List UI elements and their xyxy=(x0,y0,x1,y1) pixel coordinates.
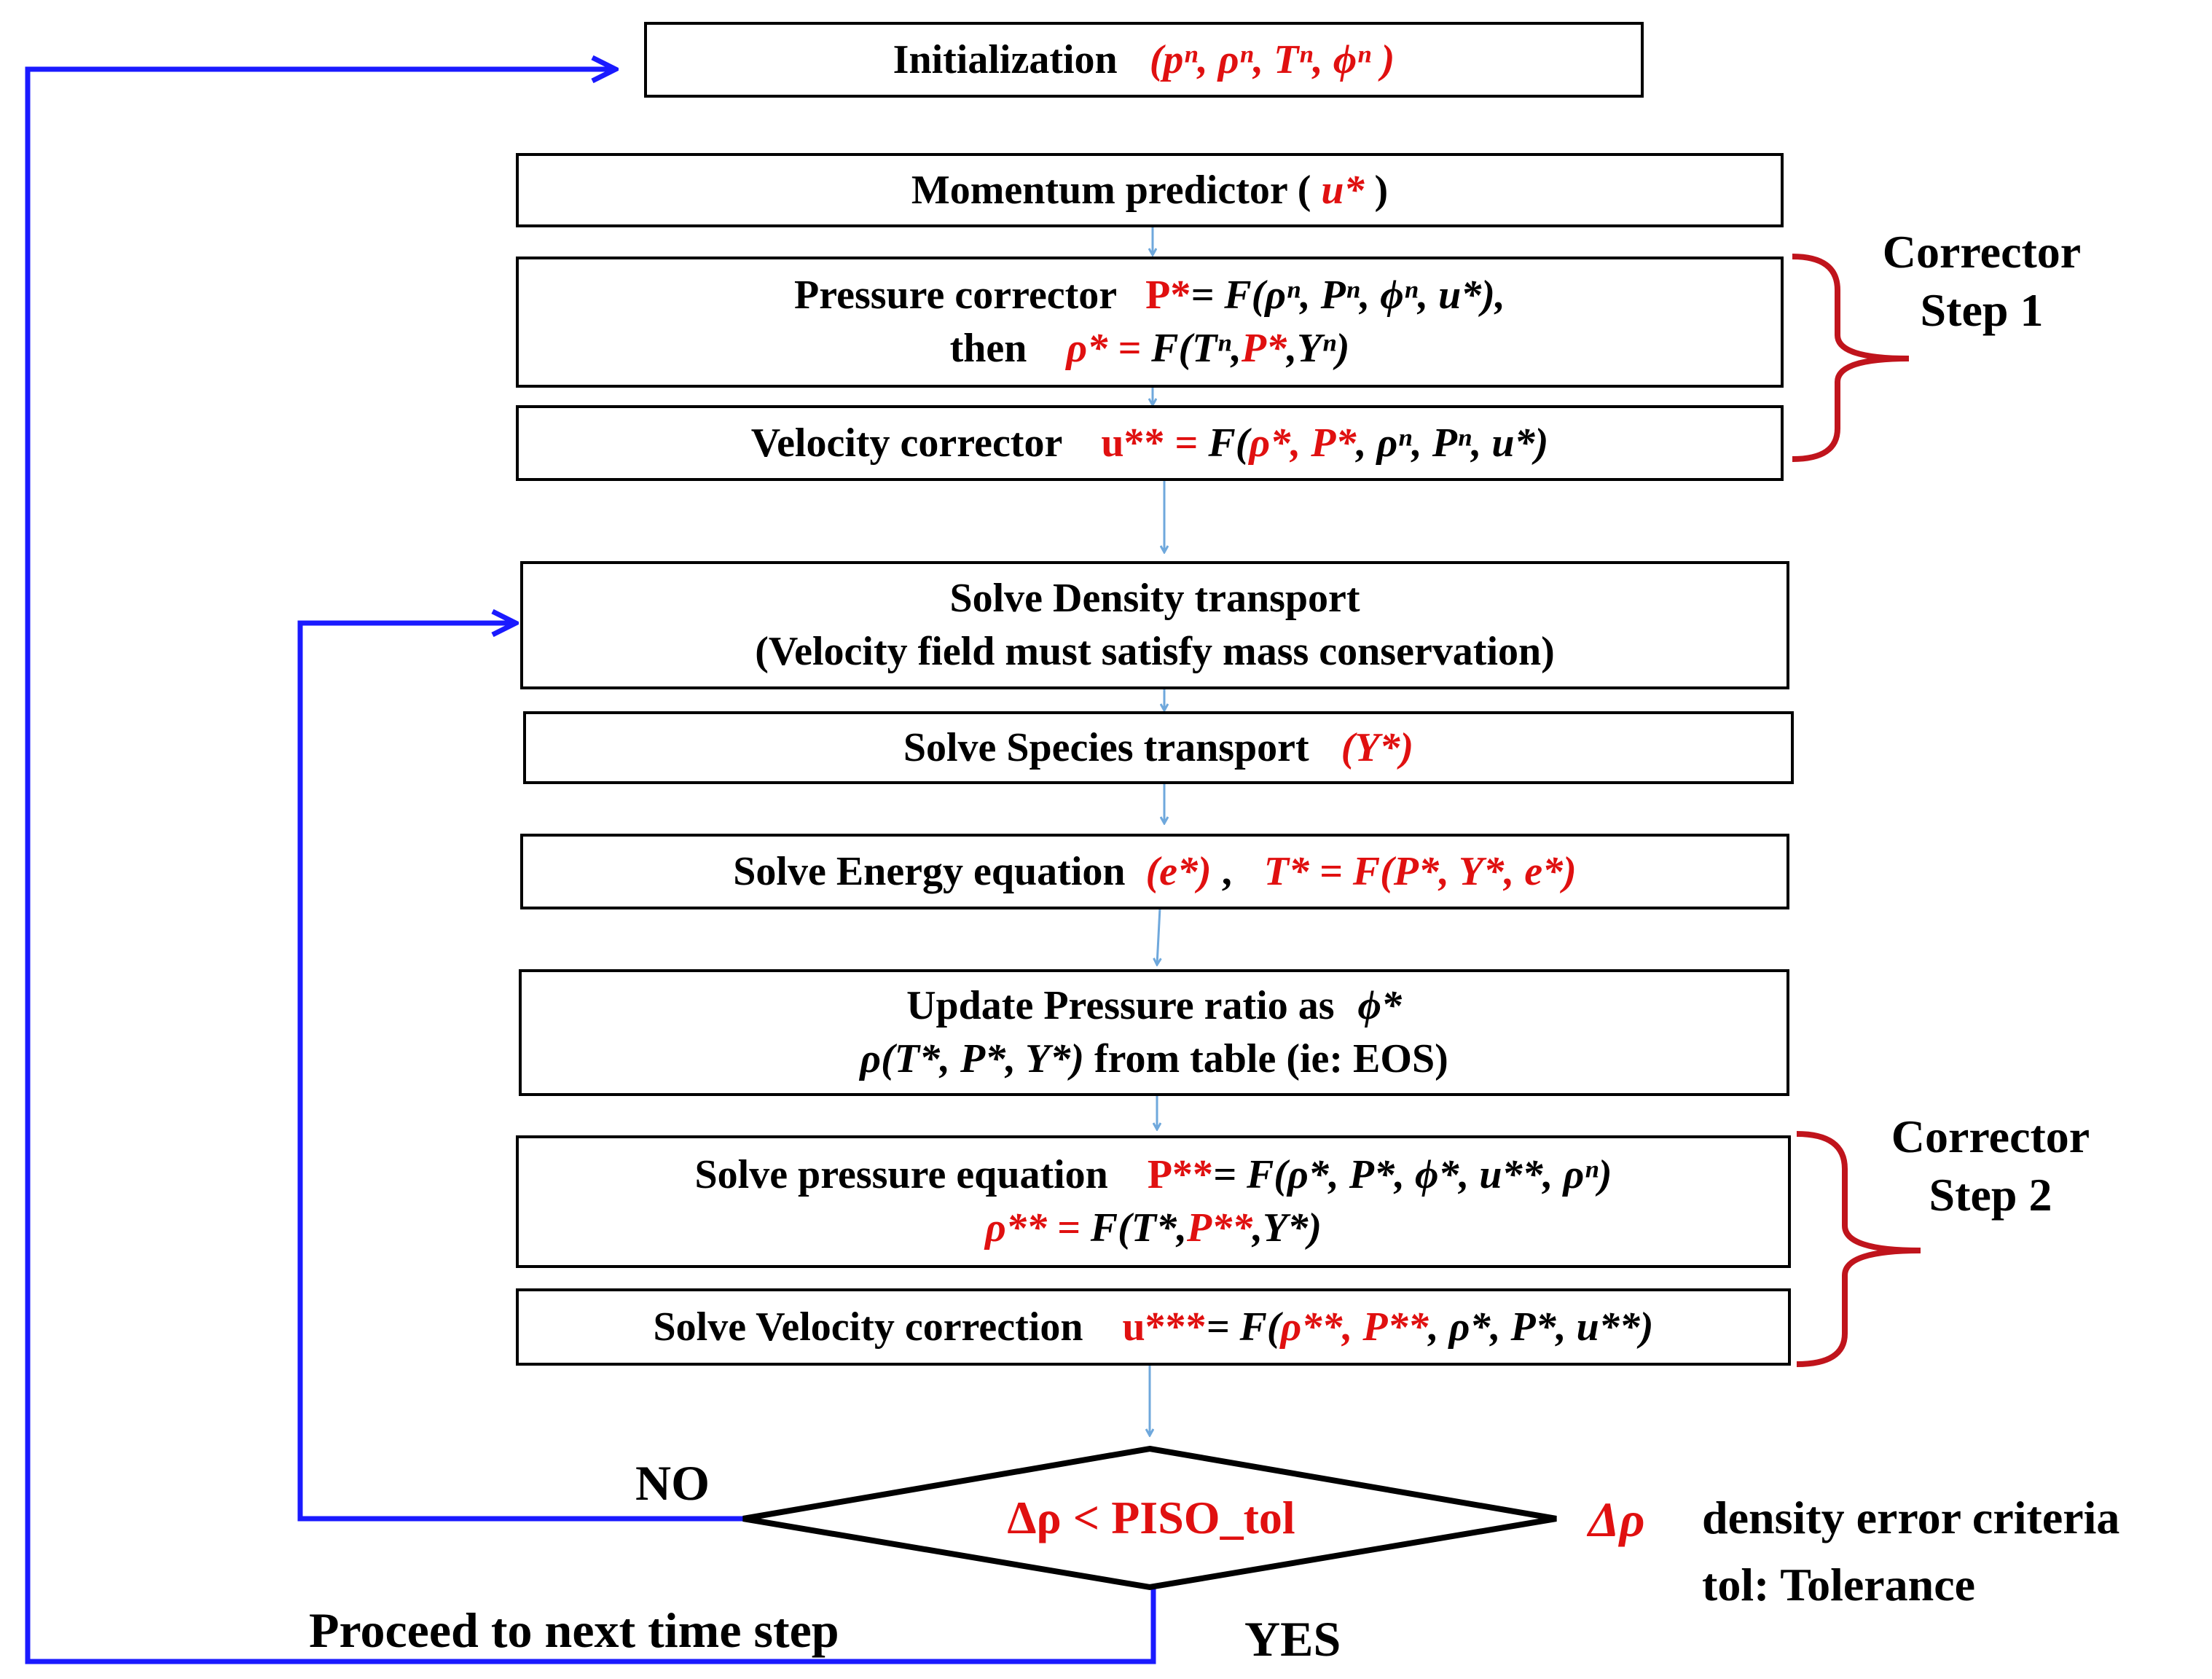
decision-no-label: NO xyxy=(635,1455,710,1511)
energy-var: (e*) xyxy=(1145,848,1212,894)
density2-lhs: ρ** = xyxy=(984,1205,1080,1251)
density2-rhs-a: F(T*, xyxy=(1090,1205,1187,1251)
velocity-correction-label: Solve Velocity correction xyxy=(653,1304,1083,1350)
then-label: then xyxy=(949,326,1027,371)
energy-equation-box: Solve Energy equation (e*) , T* = F(P*, … xyxy=(520,834,1789,909)
decision-condition: Δρ < PISO_tol xyxy=(1007,1492,1295,1543)
velocity-correction-box: Solve Velocity correction u***= F(ρ**, P… xyxy=(516,1288,1791,1366)
arrow-energy-pratio xyxy=(1157,907,1160,965)
velocity-rhs-c: , ρⁿ, Pⁿ, u*) xyxy=(1356,420,1549,466)
velcorr-lhs: u*** xyxy=(1122,1304,1207,1350)
velocity-corrector-label: Velocity corrector xyxy=(750,420,1062,466)
velocity-rhs-a: F( xyxy=(1208,420,1250,466)
initialization-box: Initialization (pⁿ, ρⁿ, Tⁿ, ϕⁿ ) xyxy=(644,22,1644,98)
pressure-rhs: = F(ρⁿ, Pⁿ, ϕⁿ, u*), xyxy=(1191,273,1505,318)
velocity-rhs-b: ρ*, P* xyxy=(1249,420,1357,466)
corrector2-line2: Step 2 xyxy=(1929,1169,2052,1221)
legend-tolerance: tol: Tolerance xyxy=(1702,1559,1976,1610)
density2-rhs-b: P** xyxy=(1186,1205,1253,1251)
pressure-lhs: P* xyxy=(1145,273,1191,318)
velcorr-rhs-b: ρ**, P** xyxy=(1280,1304,1429,1350)
velcorr-rhs-c: , ρ*, P*, u**) xyxy=(1428,1304,1654,1350)
pressure-eq-lhs: P** xyxy=(1147,1152,1214,1198)
proceed-next-step-label: Proceed to next time step xyxy=(309,1602,839,1658)
density2-rhs-c: ,Y*) xyxy=(1252,1205,1322,1251)
corrector2-line1: Corrector xyxy=(1891,1111,2090,1162)
density-transport-note: (Velocity field must satisfy mass conser… xyxy=(755,629,1555,674)
density-lhs: ρ* = xyxy=(1066,326,1142,371)
decision-yes-label: YES xyxy=(1244,1611,1341,1667)
species-var: (Y*) xyxy=(1341,724,1414,770)
momentum-predictor-box: Momentum predictor ( u* ) xyxy=(516,153,1784,227)
pressure-corrector-label: Pressure corrector xyxy=(794,273,1117,318)
density-rhs-a: F(Tⁿ, xyxy=(1151,326,1242,371)
pressure-eq-rhs: = F(ρ*, P*, ϕ*, u**, ρⁿ) xyxy=(1213,1152,1612,1198)
species-transport-box: Solve Species transport (Y*) xyxy=(523,711,1794,784)
corrector1-line2: Step 1 xyxy=(1920,284,2044,336)
pressure-ratio-label: Update Pressure ratio as xyxy=(906,983,1335,1029)
momentum-label: Momentum predictor xyxy=(911,167,1287,213)
corrector1-line1: Corrector xyxy=(1882,226,2082,278)
density-rhs-b: P* xyxy=(1241,326,1287,371)
species-label: Solve Species transport xyxy=(903,724,1309,770)
pressure-equation-box: Solve pressure equation P**= F(ρ*, P*, ϕ… xyxy=(516,1135,1791,1268)
initialization-label: Initialization xyxy=(893,36,1118,82)
energy-label: Solve Energy equation xyxy=(733,848,1126,894)
velocity-corrector-box: Velocity corrector u** = F(ρ*, P*, ρⁿ, P… xyxy=(516,405,1784,481)
temperature-expr: T* = F(P*, Y*, e*) xyxy=(1263,848,1577,894)
eos-source: from table (ie: EOS) xyxy=(1094,1036,1448,1081)
density-transport-box: Solve Density transport (Velocity field … xyxy=(520,561,1789,689)
legend-description: density error criteria xyxy=(1702,1492,2120,1543)
momentum-var: u* xyxy=(1321,167,1365,213)
legend-symbol: Δρ xyxy=(1588,1492,1645,1547)
corrector-step2-label: Corrector Step 2 xyxy=(1859,1108,2122,1224)
pressure-equation-label: Solve pressure equation xyxy=(694,1152,1108,1198)
eos-expr: ρ(T*, P*, Y*) xyxy=(860,1036,1084,1081)
velcorr-rhs-a: = F( xyxy=(1206,1304,1281,1350)
pressure-ratio-box: Update Pressure ratio as ϕ* ρ(T*, P*, Y*… xyxy=(519,969,1789,1096)
density-transport-title: Solve Density transport xyxy=(949,576,1360,622)
pressure-ratio-var: ϕ* xyxy=(1357,983,1402,1029)
pressure-corrector-box: Pressure corrector P*= F(ρⁿ, Pⁿ, ϕⁿ, u*)… xyxy=(516,257,1784,388)
corrector-step1-label: Corrector Step 1 xyxy=(1851,223,2113,340)
initialization-vars: (pⁿ, ρⁿ, Tⁿ, ϕⁿ ) xyxy=(1149,36,1395,82)
velocity-lhs: u** = xyxy=(1101,420,1199,466)
energy-sep: , xyxy=(1221,848,1232,894)
density-rhs-c: ,Yⁿ) xyxy=(1287,326,1350,371)
